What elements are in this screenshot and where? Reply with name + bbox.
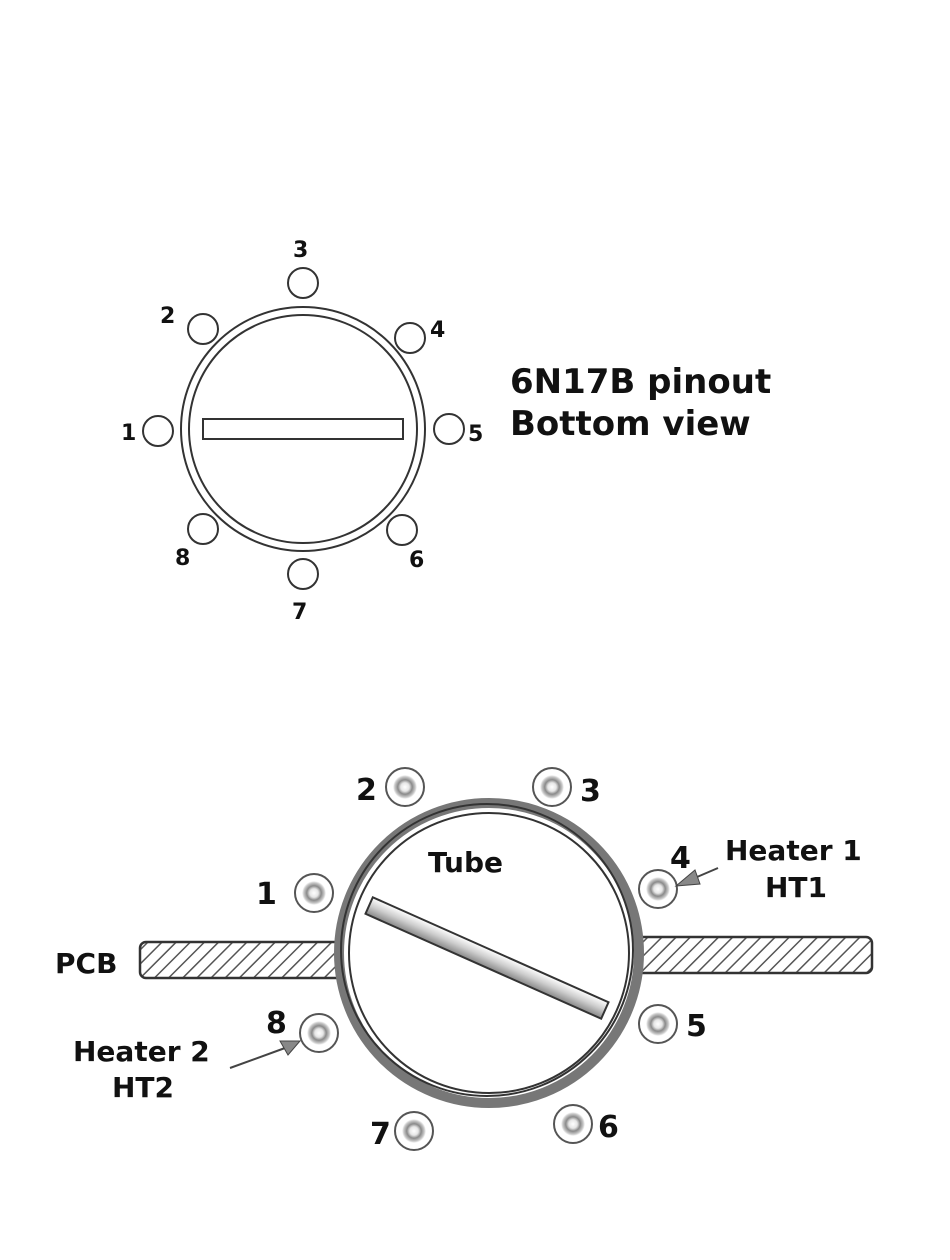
bottom-pin-3 [533,768,571,806]
bottom-pin-8-label: 8 [266,1006,287,1041]
top-pin-4-label: 4 [430,318,445,343]
top-pin-6-hole [387,515,417,545]
top-pin-1-label: 1 [121,421,136,446]
bottom-pin-2-contact [393,775,417,799]
top-pin-2-label: 2 [160,304,175,329]
bottom-pin-1 [295,874,333,912]
heater2-code: HT2 [112,1071,174,1104]
diagram-title-line2: Bottom view [510,404,751,444]
bottom-pin-3-label: 3 [580,774,601,809]
top-pin-7-hole [288,559,318,589]
top-pin-6-label: 6 [409,548,424,573]
bottom-pin-2 [386,768,424,806]
bottom-socket: 1 2 3 4 5 6 7 8 [140,768,872,1152]
pcb-left-strip [140,942,348,978]
bottom-pin-7 [395,1112,433,1150]
pcb-right-strip [622,937,872,973]
top-socket: 1 2 3 4 5 6 7 8 [121,238,483,625]
bottom-pin-7-label: 7 [370,1117,391,1152]
tube-label: Tube [428,846,503,879]
bottom-pin-1-contact [302,881,326,905]
top-pin-7-label: 7 [292,600,307,625]
bottom-pin-1-label: 1 [256,877,277,912]
top-pin-1-hole [143,416,173,446]
heater2-label: Heater 2 [73,1035,210,1068]
bottom-pin-4-label: 4 [670,841,691,876]
top-pin-3-hole [288,268,318,298]
bottom-pin-6 [554,1105,592,1143]
top-pin-8-hole [188,514,218,544]
bottom-pin-8-contact [307,1021,331,1045]
top-pin-8-label: 8 [175,546,190,571]
heater1-code: HT1 [765,871,827,904]
bottom-pin-8 [300,1014,338,1052]
top-socket-key-bar [203,419,403,439]
bottom-pin-2-label: 2 [356,773,377,808]
top-pin-4-hole [395,323,425,353]
bottom-pin-5-label: 5 [686,1009,707,1044]
top-pin-2-hole [188,314,218,344]
bottom-pin-3-contact [540,775,564,799]
top-pin-5-label: 5 [468,422,483,447]
bottom-pin-7-contact [402,1119,426,1143]
bottom-pin-5 [639,1005,677,1043]
top-pin-5-hole [434,414,464,444]
heater2-arrow [230,1041,300,1068]
diagram-title-line1: 6N17B pinout [510,362,771,402]
heater1-label: Heater 1 [725,834,862,867]
pcb-label: PCB [55,947,117,980]
bottom-pin-6-label: 6 [598,1110,619,1145]
bottom-pin-4-contact [646,877,670,901]
bottom-pin-5-contact [646,1012,670,1036]
bottom-pin-6-contact [561,1112,585,1136]
top-pin-3-label: 3 [293,238,308,263]
